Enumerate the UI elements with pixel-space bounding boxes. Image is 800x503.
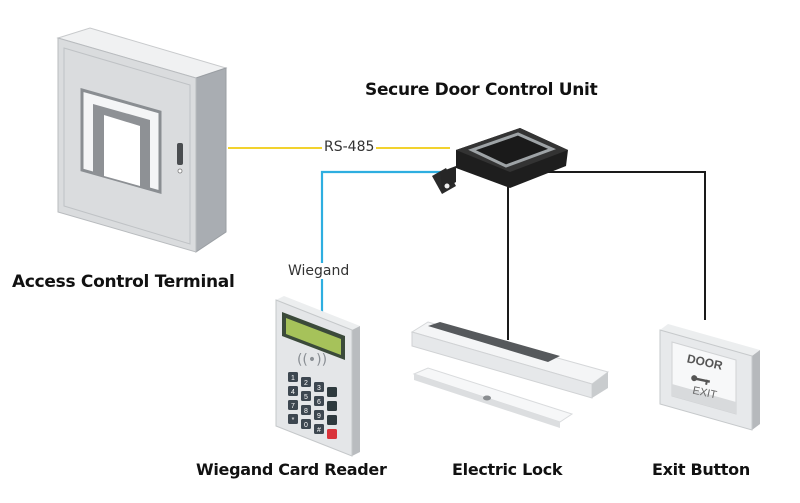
wiegand-wire bbox=[320, 170, 448, 318]
keypad-key-label: * bbox=[292, 417, 295, 424]
key-icon bbox=[691, 375, 711, 385]
keypad-key bbox=[327, 401, 337, 411]
electric-lock-icon bbox=[410, 321, 610, 428]
wiegand-label: Wiegand bbox=[286, 263, 352, 279]
keypad-key bbox=[288, 414, 298, 424]
keypad-key-label: # bbox=[317, 427, 321, 434]
keypad-key bbox=[288, 386, 298, 396]
card-reader-label: Wiegand Card Reader bbox=[196, 460, 387, 479]
rfid-wave-icon: ((•)) bbox=[297, 352, 327, 368]
keypad-key bbox=[288, 400, 298, 410]
keypad-key bbox=[314, 382, 324, 392]
exit-button-label: Exit Button bbox=[652, 460, 750, 479]
keypad-key-label: 7 bbox=[291, 403, 295, 410]
terminal-label: Access Control Terminal bbox=[12, 272, 235, 292]
keypad-key bbox=[314, 396, 324, 406]
keypad-key-label: 1 bbox=[291, 375, 295, 382]
keypad-key-label: 3 bbox=[317, 385, 321, 392]
keypad-key bbox=[314, 424, 324, 434]
keypad-key-label: 9 bbox=[317, 413, 321, 420]
keypad-key bbox=[314, 410, 324, 420]
keypad-key-label: 2 bbox=[304, 380, 308, 387]
keypad-key-label: 6 bbox=[317, 399, 321, 406]
electric-lock-label: Electric Lock bbox=[452, 460, 563, 479]
control-unit-label: Secure Door Control Unit bbox=[365, 80, 598, 100]
keypad-key bbox=[301, 391, 311, 401]
keypad-key-label: 5 bbox=[304, 394, 308, 401]
keypad-key bbox=[301, 419, 311, 429]
keypad-key bbox=[327, 415, 337, 425]
exit-button-icon: DOOR EXIT bbox=[659, 324, 760, 431]
keypad-key-label: 0 bbox=[304, 422, 308, 429]
rs485-label: RS-485 bbox=[322, 139, 377, 155]
keypad-key-label: 4 bbox=[291, 389, 295, 396]
exit-button-wire bbox=[540, 171, 706, 320]
wiegand-card-reader-icon: 1 2 3 4 5 6 7 8 9 * 0 # ((•)) bbox=[275, 296, 360, 457]
keypad-key bbox=[327, 429, 337, 439]
keypad-key bbox=[301, 405, 311, 415]
keypad-key bbox=[301, 377, 311, 387]
keypad-key-label: 8 bbox=[304, 408, 308, 415]
access-control-terminal-icon bbox=[56, 27, 228, 253]
keypad-key bbox=[288, 372, 298, 382]
exit-button-exit-text: EXIT bbox=[691, 385, 718, 402]
keypad-key bbox=[327, 387, 337, 397]
secure-door-control-unit-icon bbox=[432, 128, 568, 194]
